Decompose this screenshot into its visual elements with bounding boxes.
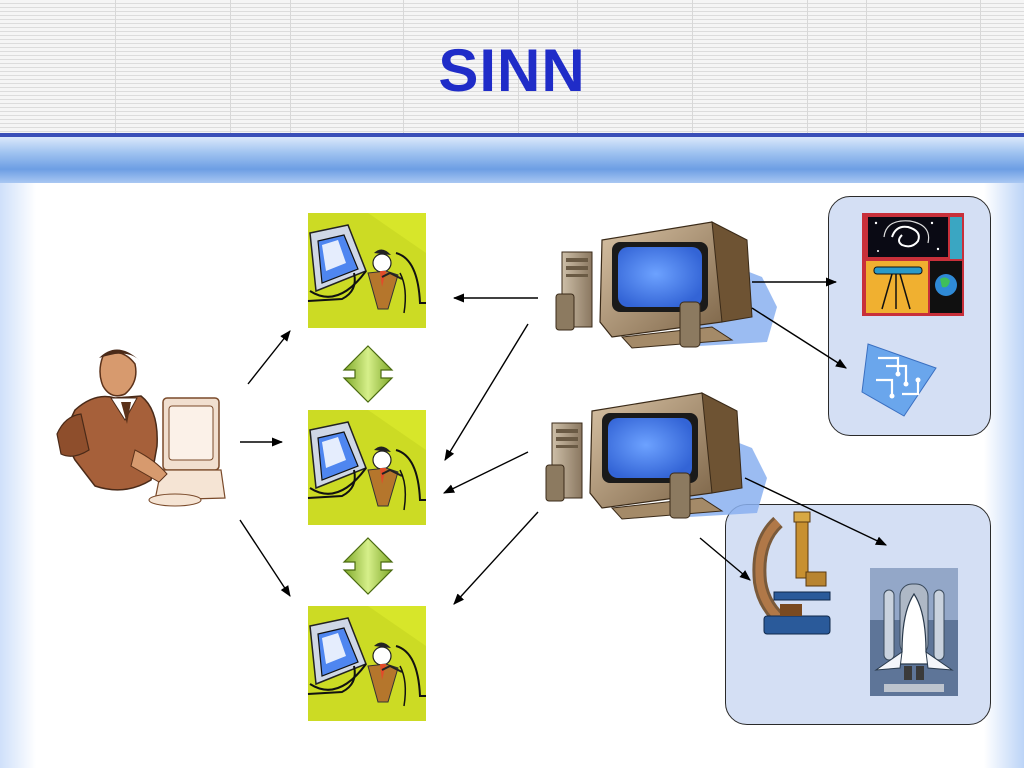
desktop-computer-icon [545,392,768,520]
telescope-galaxy-icon [862,213,964,316]
space-shuttle-icon [870,568,958,696]
double-arrow-top [342,345,394,403]
double-arrow-bottom [342,537,394,595]
header-band [0,0,1024,135]
desktop-computer-icon [555,221,778,349]
blue-gradient-band [0,137,1024,183]
user-at-screen-icon [307,409,427,526]
microscope-icon [752,511,831,635]
left-gradient [0,183,36,768]
man-at-computer-icon [56,349,226,507]
circuit-chip-icon [861,343,937,417]
divider-line [0,133,1024,137]
user-at-screen-icon [307,212,427,329]
user-at-screen-icon [307,605,427,722]
slide-title: SINN [438,37,586,104]
connection-arrows [239,277,888,605]
